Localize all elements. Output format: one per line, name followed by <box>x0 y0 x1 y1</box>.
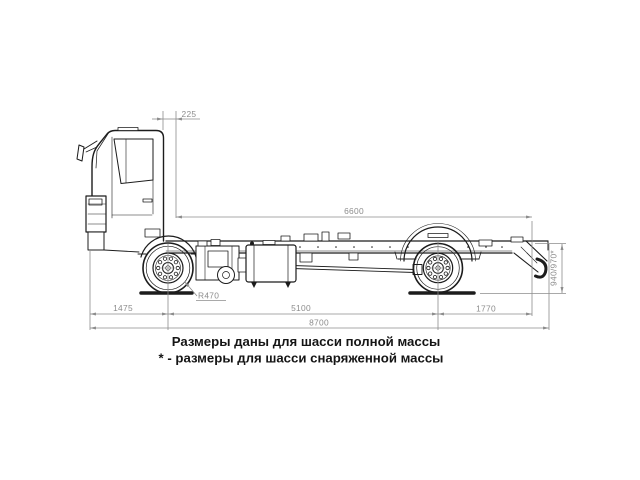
front-fender <box>140 235 197 258</box>
dim-1770-label: 1770 <box>476 304 496 314</box>
rear-fender <box>400 223 476 262</box>
note-line-2: * - размеры для шасси снаряженной массы <box>159 351 444 366</box>
headlight <box>88 198 103 206</box>
dimension-940-970: 940/970* <box>480 243 566 294</box>
dim-1475-label: 1475 <box>113 303 133 313</box>
engine-gearbox <box>195 239 247 284</box>
mirror-glass <box>76 144 85 162</box>
rear-suspension <box>394 251 482 260</box>
dim-225-label: 225 <box>182 109 197 119</box>
dim-r470-label: R470 <box>198 291 219 301</box>
side-window <box>113 138 154 184</box>
dimension-225: 225 <box>152 109 200 218</box>
air-tank <box>217 266 235 284</box>
dim-6600-label: 6600 <box>344 206 364 216</box>
windshield <box>95 132 109 169</box>
fuel-tank <box>245 240 297 288</box>
note-line-1: Размеры даны для шасси полной массы <box>172 334 441 349</box>
dim-5100-label: 5100 <box>291 303 311 313</box>
dim-8700-label: 8700 <box>309 318 329 328</box>
truck-cab <box>76 127 197 258</box>
roof-hatch <box>117 127 139 131</box>
notes: Размеры даны для шасси полной массы * - … <box>159 334 444 366</box>
dimension-6600: 6600 <box>175 206 533 219</box>
filler-cap <box>250 241 254 246</box>
dimension-row-1: 1475 5100 1770 <box>89 221 533 330</box>
dimension-r470: R470 <box>184 281 226 301</box>
dim-940-970-label: 940/970* <box>549 250 559 286</box>
rear-hitch <box>513 240 549 279</box>
cab-step <box>144 228 161 238</box>
dimension-8700: 8700 <box>89 244 550 330</box>
door-handle <box>142 198 153 203</box>
mirror-arm <box>83 140 98 150</box>
tow-hook <box>534 257 548 279</box>
